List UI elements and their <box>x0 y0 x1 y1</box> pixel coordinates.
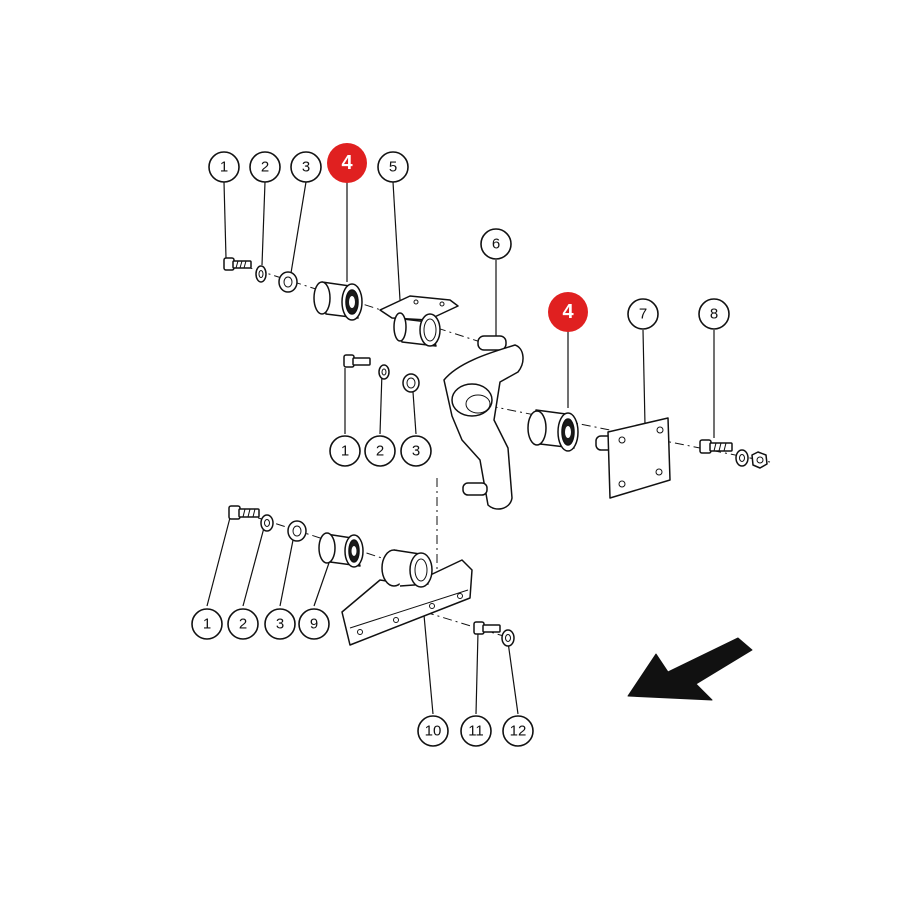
callout-label: 6 <box>492 236 500 253</box>
callout-label: 1 <box>203 616 211 633</box>
callout: 2 <box>364 435 396 467</box>
mounting-plate-part <box>595 417 671 499</box>
leader-lines <box>206 181 715 715</box>
callout: 3 <box>264 608 296 640</box>
callout-label: 10 <box>425 723 442 740</box>
callout-label: 2 <box>376 443 384 460</box>
callout: 3 <box>290 151 322 183</box>
bolt-part <box>699 439 733 454</box>
bolt-part <box>473 621 501 635</box>
bolt-part <box>343 354 371 368</box>
lock-washer-part <box>287 520 307 542</box>
callout-label: 11 <box>468 723 484 740</box>
callout-label: 4 <box>341 152 353 174</box>
callout: 11 <box>460 715 492 747</box>
callout-label: 8 <box>710 306 718 323</box>
callout: 2 <box>227 608 259 640</box>
callout-label: 3 <box>412 443 420 460</box>
callout: 10 <box>417 715 449 747</box>
callout-label: 7 <box>639 306 647 323</box>
clamp-bracket-part <box>379 295 459 347</box>
callouts: 1 2 3 4 5 6 4 7 8 1 2 3 1 2 3 9 10 11 12 <box>191 143 730 747</box>
callout-label: 2 <box>261 159 269 176</box>
callout-label: 2 <box>239 616 247 633</box>
washer-part <box>260 514 274 532</box>
callout: 12 <box>502 715 534 747</box>
callout-label: 12 <box>510 723 527 740</box>
callout: 1 <box>329 435 361 467</box>
bushing-part <box>318 532 364 568</box>
arrow-direction-icon <box>627 637 753 701</box>
callout-label: 3 <box>302 159 310 176</box>
bolt-part <box>223 257 252 271</box>
bushing-part <box>313 281 363 321</box>
callout: 2 <box>249 151 281 183</box>
washer-part <box>255 265 267 283</box>
lock-washer-part <box>402 373 420 393</box>
callout: 8 <box>698 298 730 330</box>
washer-part <box>501 629 515 647</box>
bushing-part <box>527 409 579 452</box>
lower-bracket-part <box>341 549 473 646</box>
callout-label: 5 <box>389 159 397 176</box>
callout: 6 <box>480 228 512 260</box>
callout-label: 1 <box>220 159 228 176</box>
lock-washer-part <box>278 271 298 293</box>
pivot-arm-part <box>443 335 524 510</box>
washer-part <box>735 449 749 467</box>
washer-part <box>378 364 390 380</box>
callout-highlighted: 4 <box>327 143 367 183</box>
bolt-part <box>228 505 260 520</box>
callout: 7 <box>627 298 659 330</box>
callout-highlighted: 4 <box>548 292 588 332</box>
callout: 1 <box>208 151 240 183</box>
callout-label: 9 <box>310 616 318 633</box>
callout-label: 4 <box>562 301 574 323</box>
callout-label: 1 <box>341 443 349 460</box>
nut-part <box>751 451 768 469</box>
callout: 9 <box>298 608 330 640</box>
callout: 1 <box>191 608 223 640</box>
callout-label: 3 <box>276 616 284 633</box>
callout: 3 <box>400 435 432 467</box>
callout: 5 <box>377 151 409 183</box>
